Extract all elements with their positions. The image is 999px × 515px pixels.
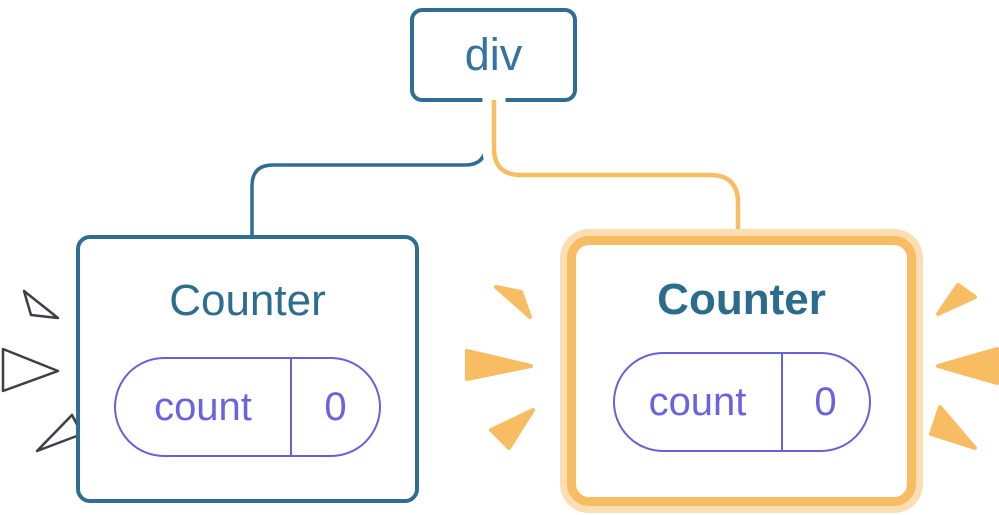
update-spark-icon <box>489 408 535 450</box>
counter-card-left: Counter count 0 <box>76 235 419 503</box>
state-pill: count 0 <box>612 352 871 452</box>
edge-to-right-counter-casing <box>482 97 750 230</box>
update-spark-icon <box>936 347 999 385</box>
update-spark-icon <box>936 283 977 316</box>
update-spark-icon <box>929 405 977 450</box>
root-node-label: div <box>464 29 523 80</box>
state-pill: count 0 <box>114 357 381 457</box>
pill-divider <box>290 359 292 455</box>
state-name: count <box>154 384 252 429</box>
edge-to-left-counter <box>250 102 488 237</box>
state-value: 0 <box>324 384 347 429</box>
state-value: 0 <box>814 379 837 424</box>
render-spark-icon <box>22 289 60 320</box>
update-spark-icon <box>465 349 533 381</box>
update-spark-icon <box>494 285 532 319</box>
render-spark-icon <box>1 347 60 393</box>
counter-title: Counter <box>657 275 826 324</box>
counter-card-right: Counter count 0 <box>567 236 916 506</box>
pill-divider <box>780 354 783 450</box>
edge-to-right-counter <box>491 100 741 246</box>
state-name: count <box>648 379 747 424</box>
counter-title: Counter <box>169 276 326 325</box>
root-node: div <box>410 8 577 102</box>
